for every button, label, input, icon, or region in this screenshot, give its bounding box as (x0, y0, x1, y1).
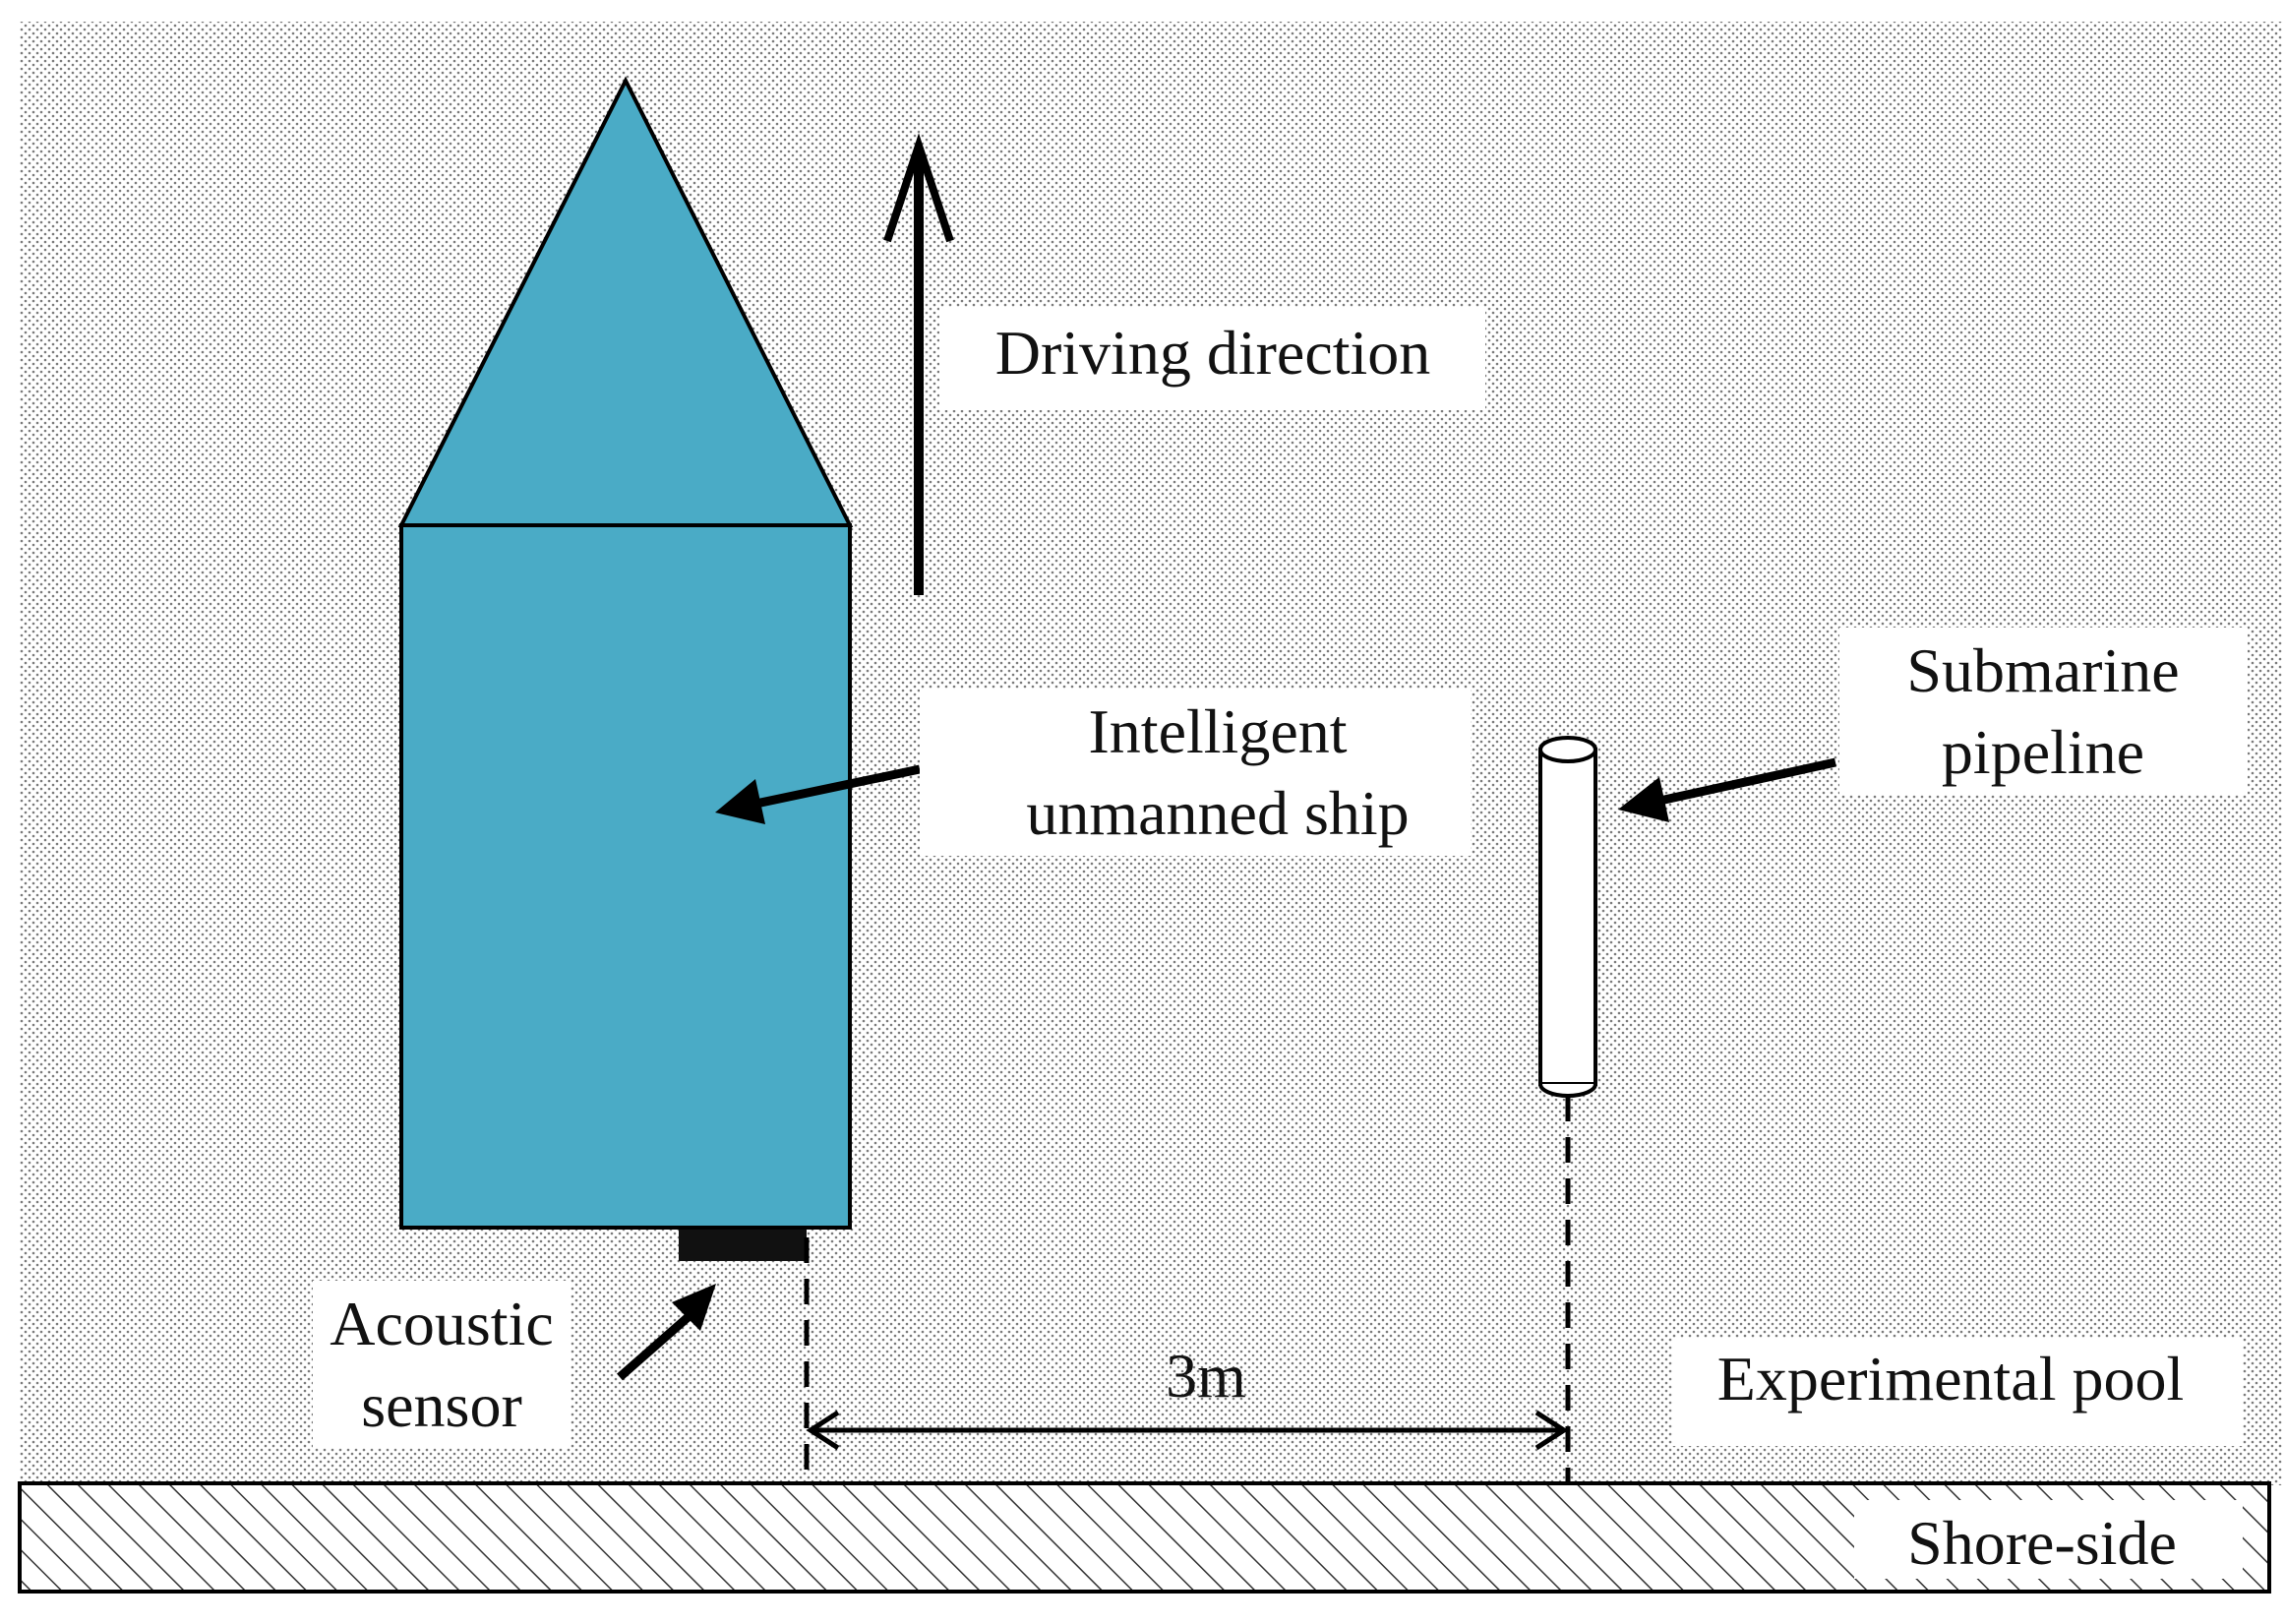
sensor-label-line1: Acoustic (330, 1289, 554, 1358)
ship-hull (399, 523, 852, 1230)
pipeline-label-line2: pipeline (1942, 717, 2144, 787)
shore-side-label: Shore-side (1907, 1508, 2177, 1578)
submarine-pipeline (1538, 736, 1597, 1098)
pipeline-pointer-arrow (1618, 757, 1836, 822)
ship-pointer-arrow (715, 764, 921, 824)
sensor-label-line2: sensor (361, 1370, 522, 1440)
experimental-pool-label: Experimental pool (1717, 1344, 2185, 1413)
acoustic-sensor-block (679, 1230, 807, 1261)
unmanned-ship (397, 76, 854, 1230)
ship-label-line2: unmanned ship (1026, 778, 1409, 848)
driving-direction-arrow (883, 133, 954, 595)
distance-arrow (806, 1410, 1569, 1451)
driving-direction-label: Driving direction (995, 318, 1431, 388)
pipeline-label-line1: Submarine (1906, 635, 2179, 705)
sensor-pointer-arrow (617, 1284, 716, 1381)
ship-label-line1: Intelligent (1088, 696, 1347, 766)
distance-label: 3m (1166, 1341, 1246, 1411)
